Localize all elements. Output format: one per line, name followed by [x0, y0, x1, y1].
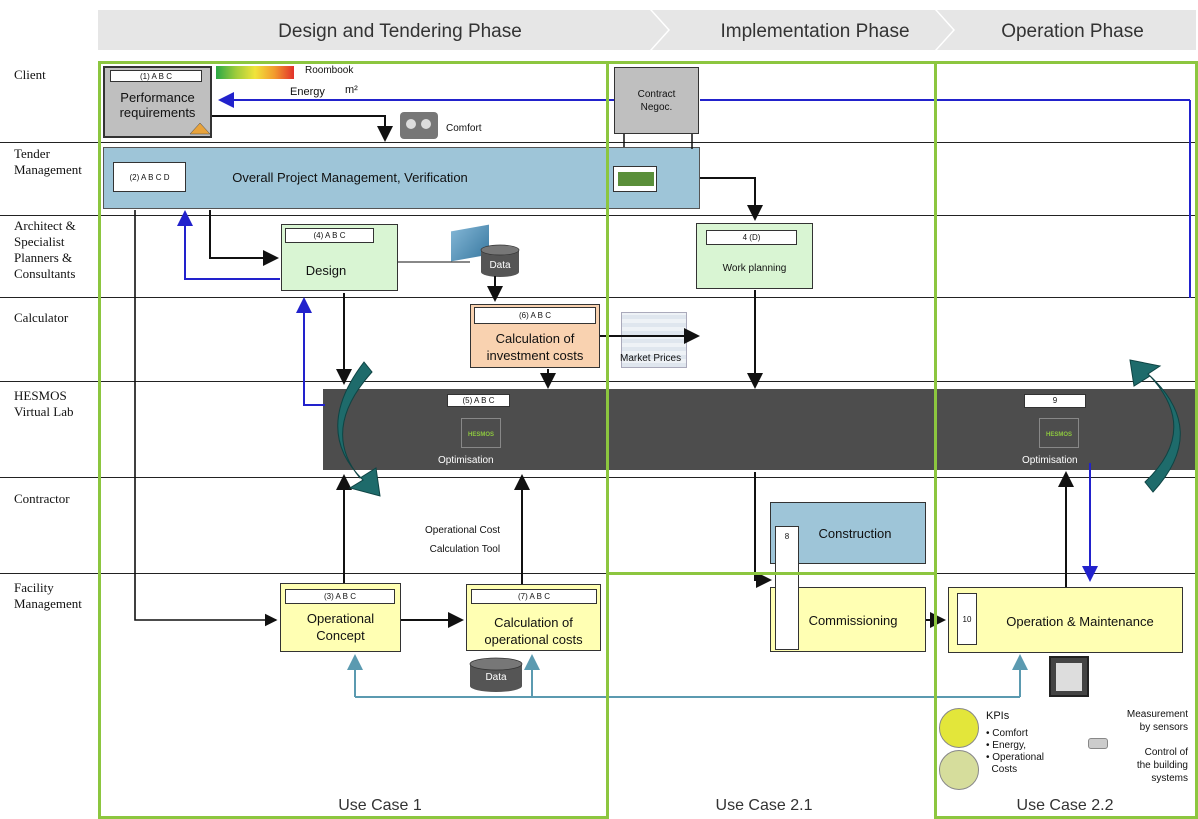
- use-case-1-frame: [98, 61, 609, 819]
- kpis-title: KPIs: [986, 710, 1009, 722]
- use-case-2-2-label: Use Case 2.2: [975, 797, 1155, 815]
- kpi-items: • Comfort • Energy, • Operational Costs: [986, 728, 1044, 776]
- use-case-2-1-frame: [606, 61, 937, 575]
- sensor-panel-icon: [1049, 656, 1089, 697]
- use-case-1-label: Use Case 1: [290, 797, 470, 815]
- control-label: Control of the building systems: [1095, 746, 1188, 785]
- sad-face-icon: [939, 750, 979, 790]
- use-case-2-2-frame: [934, 61, 1198, 819]
- measurement-label: Measurement by sensors: [1090, 708, 1188, 734]
- use-case-2-1-label: Use Case 2.1: [674, 797, 854, 815]
- happy-face-icon: [939, 708, 979, 748]
